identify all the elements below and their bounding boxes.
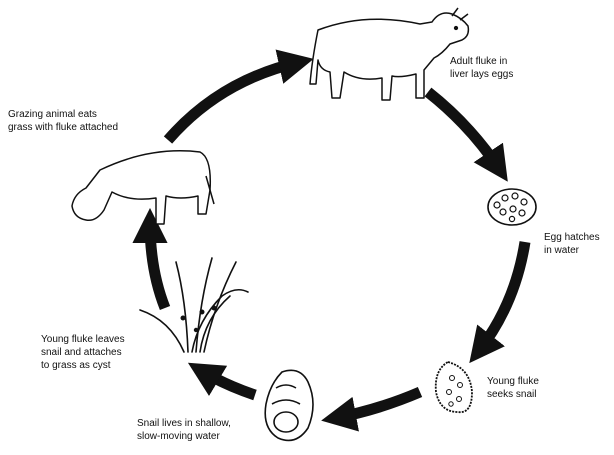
label-adult-fluke: Adult fluke in liver lays eggs — [450, 55, 513, 81]
label-young-fluke-seeks: Young fluke seeks snail — [487, 375, 539, 401]
label-line: Egg hatches — [544, 232, 600, 243]
arrow-cyst-to-grazing — [132, 207, 171, 311]
snail-shell-icon — [264, 369, 314, 442]
label-line: seeks snail — [487, 389, 537, 400]
arrow-snail-to-cyst — [187, 362, 257, 401]
grass-with-cyst-icon — [139, 257, 249, 353]
label-egg-hatches: Egg hatches in water — [544, 231, 600, 257]
label-young-fluke-leaves: Young fluke leaves snail and attaches to… — [41, 333, 125, 372]
label-line: slow-moving water — [137, 431, 220, 442]
label-snail-lives: Snail lives in shallow, slow-moving wate… — [137, 417, 231, 443]
cycle-arrows — [132, 49, 531, 432]
arrow-egg-to-seek — [469, 241, 531, 364]
label-line: in water — [544, 245, 580, 256]
label-line: liver lays eggs — [450, 69, 514, 80]
label-line: Adult fluke in — [450, 56, 508, 67]
young-fluke-icon — [434, 361, 473, 414]
grazing-cow-icon — [71, 150, 215, 225]
label-line: to grass as cyst — [41, 360, 111, 371]
egg-icon — [487, 188, 537, 226]
adult-cow-icon — [309, 7, 470, 101]
arrow-adult-to-egg — [424, 87, 508, 182]
arrow-seek-to-snail — [321, 386, 423, 432]
label-grazing-animal: Grazing animal eats grass with fluke att… — [8, 108, 118, 134]
label-line: Young fluke — [487, 376, 539, 387]
label-line: Snail lives in shallow, — [137, 418, 231, 429]
label-line: grass with fluke attached — [8, 122, 119, 133]
label-line: Grazing animal eats — [8, 109, 97, 120]
label-line: Young fluke leaves — [41, 334, 125, 345]
arrow-grazing-to-adult — [163, 49, 314, 144]
label-line: snail and attaches — [41, 347, 122, 358]
